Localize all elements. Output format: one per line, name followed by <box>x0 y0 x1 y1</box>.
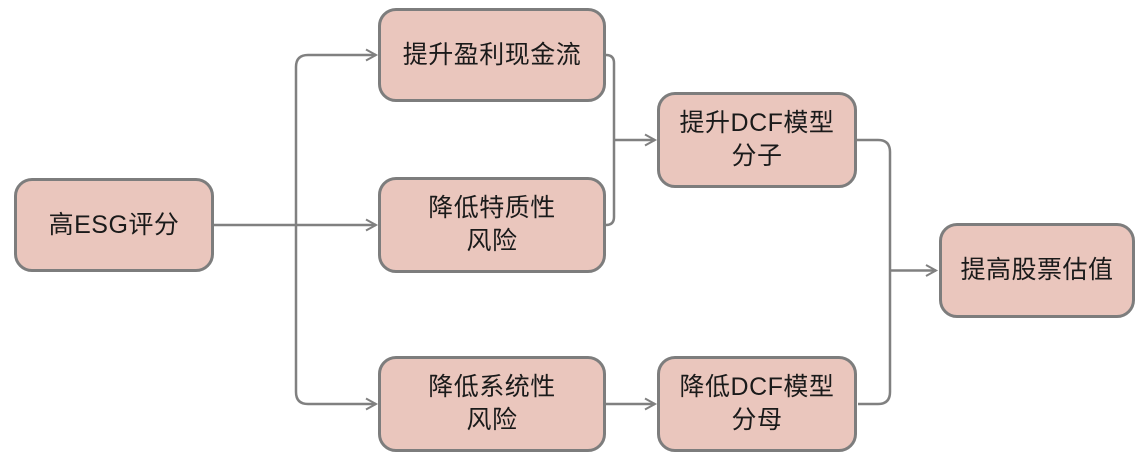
edge-merge-numerator-denominator <box>857 138 892 406</box>
edge-source-to-cashflow <box>294 48 379 225</box>
node-high-esg-score: 高ESG评分 <box>14 178 214 272</box>
edge-merge-cashflow-idiosyncratic <box>605 53 616 227</box>
node-increase-dcf-numerator: 提升DCF模型 分子 <box>657 92 857 188</box>
node-increase-stock-valuation-label: 提高股票估值 <box>960 256 1114 284</box>
node-reduce-idiosyncratic-risk: 降低特质性 风险 <box>378 177 606 273</box>
node-reduce-dcf-denominator: 降低DCF模型 分母 <box>657 356 857 452</box>
node-reduce-dcf-denominator-label: 降低DCF模型 分母 <box>679 373 835 434</box>
node-reduce-systematic-risk: 降低系统性 风险 <box>378 356 606 452</box>
node-improve-profit-cashflow-label: 提升盈利现金流 <box>402 40 582 69</box>
node-high-esg-score-label: 高ESG评分 <box>48 210 180 239</box>
node-reduce-idiosyncratic-risk-label: 降低特质性 风险 <box>428 194 556 255</box>
node-reduce-systematic-risk-label: 降低系统性 风险 <box>428 373 556 434</box>
edge-source-to-systematic <box>294 225 379 411</box>
node-increase-stock-valuation: 提高股票估值 <box>939 223 1135 318</box>
node-increase-dcf-numerator-label: 提升DCF模型 分子 <box>679 109 835 170</box>
node-improve-profit-cashflow: 提升盈利现金流 <box>378 8 606 102</box>
